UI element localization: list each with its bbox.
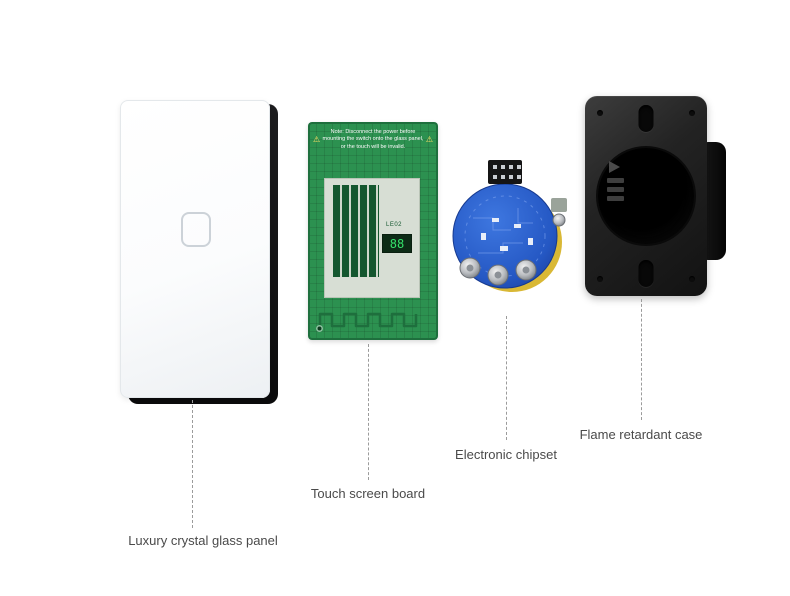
leader-line-case — [641, 299, 642, 420]
spring-clip — [607, 196, 624, 201]
warning-text: Note: Disconnect the power before mounti… — [322, 129, 424, 150]
flame-retardant-case — [585, 96, 707, 296]
sensor-film: LE02 88 — [324, 178, 420, 298]
label-touch-board: Touch screen board — [310, 486, 426, 501]
leader-line-chipset — [506, 316, 507, 440]
glass-panel — [120, 100, 270, 398]
case-opening — [598, 148, 694, 244]
chip-label: LE02 — [386, 222, 403, 228]
sensor-stripes — [333, 185, 379, 277]
led-display-value: 88 — [389, 237, 405, 251]
clip-arrow — [609, 161, 620, 173]
leader-line-touch-board — [368, 344, 369, 480]
touch-trace-pattern — [318, 312, 418, 330]
label-chipset: Electronic chipset — [455, 447, 557, 462]
screw-hole — [689, 110, 695, 116]
spring-clip — [607, 187, 624, 192]
screw-hole — [597, 110, 603, 116]
warning-icon: ⚠ — [425, 134, 433, 144]
warning-icon: ⚠ — [313, 134, 321, 144]
spring-clip — [607, 178, 624, 183]
label-case: Flame retardant case — [579, 427, 703, 442]
leader-line-glass-panel — [192, 400, 193, 528]
touch-button-outline — [181, 212, 211, 247]
mounting-slot-bottom — [638, 260, 654, 287]
mounting-slot-top — [638, 105, 654, 132]
screw-hole — [689, 276, 695, 282]
pin-header — [488, 160, 522, 184]
electronic-chipset — [452, 160, 567, 292]
label-glass-panel: Luxury crystal glass panel — [128, 533, 278, 548]
smd-components — [481, 218, 533, 251]
capacitors — [459, 257, 537, 286]
led-display: 88 — [382, 234, 412, 253]
warning-text-block: ⚠ Note: Disconnect the power before moun… — [313, 129, 433, 151]
touch-screen-board: ⚠ Note: Disconnect the power before moun… — [308, 122, 438, 340]
screw-hole — [597, 276, 603, 282]
terminal-block — [551, 198, 567, 227]
mounting-hole — [316, 325, 323, 332]
